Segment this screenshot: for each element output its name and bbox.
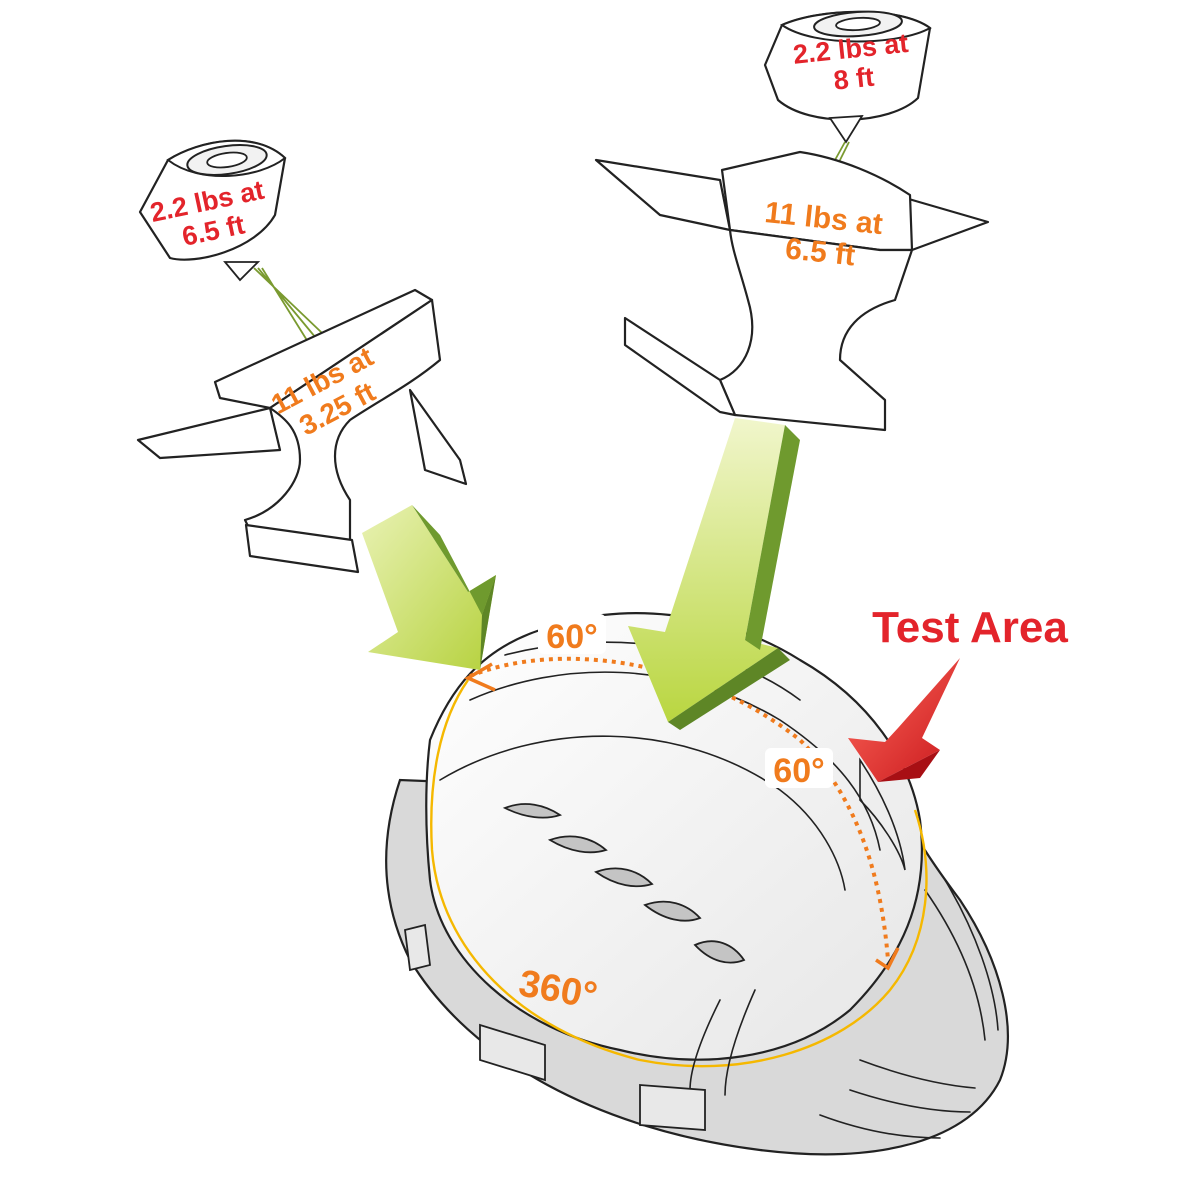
helmet-center-rib-2: [724, 989, 756, 1096]
helmet-vent-slots: [502, 803, 746, 964]
anvil-right-label-line2: 6.5 ft: [784, 232, 857, 272]
angle-label-side-text: 60°: [773, 752, 824, 790]
test-area-ring: [430, 679, 928, 1068]
arc-end-marker: [875, 947, 900, 971]
impact-arrow-right: [628, 418, 800, 730]
helmet-center-rib: [689, 999, 721, 1091]
weight-right-small: 2.2 lbs at 8 ft: [763, 10, 932, 181]
helmet-brim-ribs: [819, 879, 999, 1139]
test-angle-arc: [464, 656, 900, 971]
angle-label-top-text: 60°: [546, 618, 597, 656]
weight-right-small-label-line2: 8 ft: [832, 62, 875, 96]
test-area-label: Test Area: [872, 603, 1068, 652]
weight-left-small: 2.2 lbs at 6.5 ft: [138, 139, 343, 359]
hard-hat-helmet: [384, 612, 1009, 1156]
angle-label-side: 60°: [765, 748, 833, 790]
impact-arrow-left: [362, 505, 496, 670]
anvil-left: 11 lbs at 3.25 ft: [136, 288, 468, 574]
angle-label-top: 60°: [538, 614, 606, 656]
arc-start-marker: [464, 662, 496, 692]
helmet-suspension-clips: [404, 923, 706, 1131]
anvil-right: 11 lbs at 6.5 ft: [594, 150, 990, 432]
test-area-pointer-arrow: [848, 658, 960, 782]
